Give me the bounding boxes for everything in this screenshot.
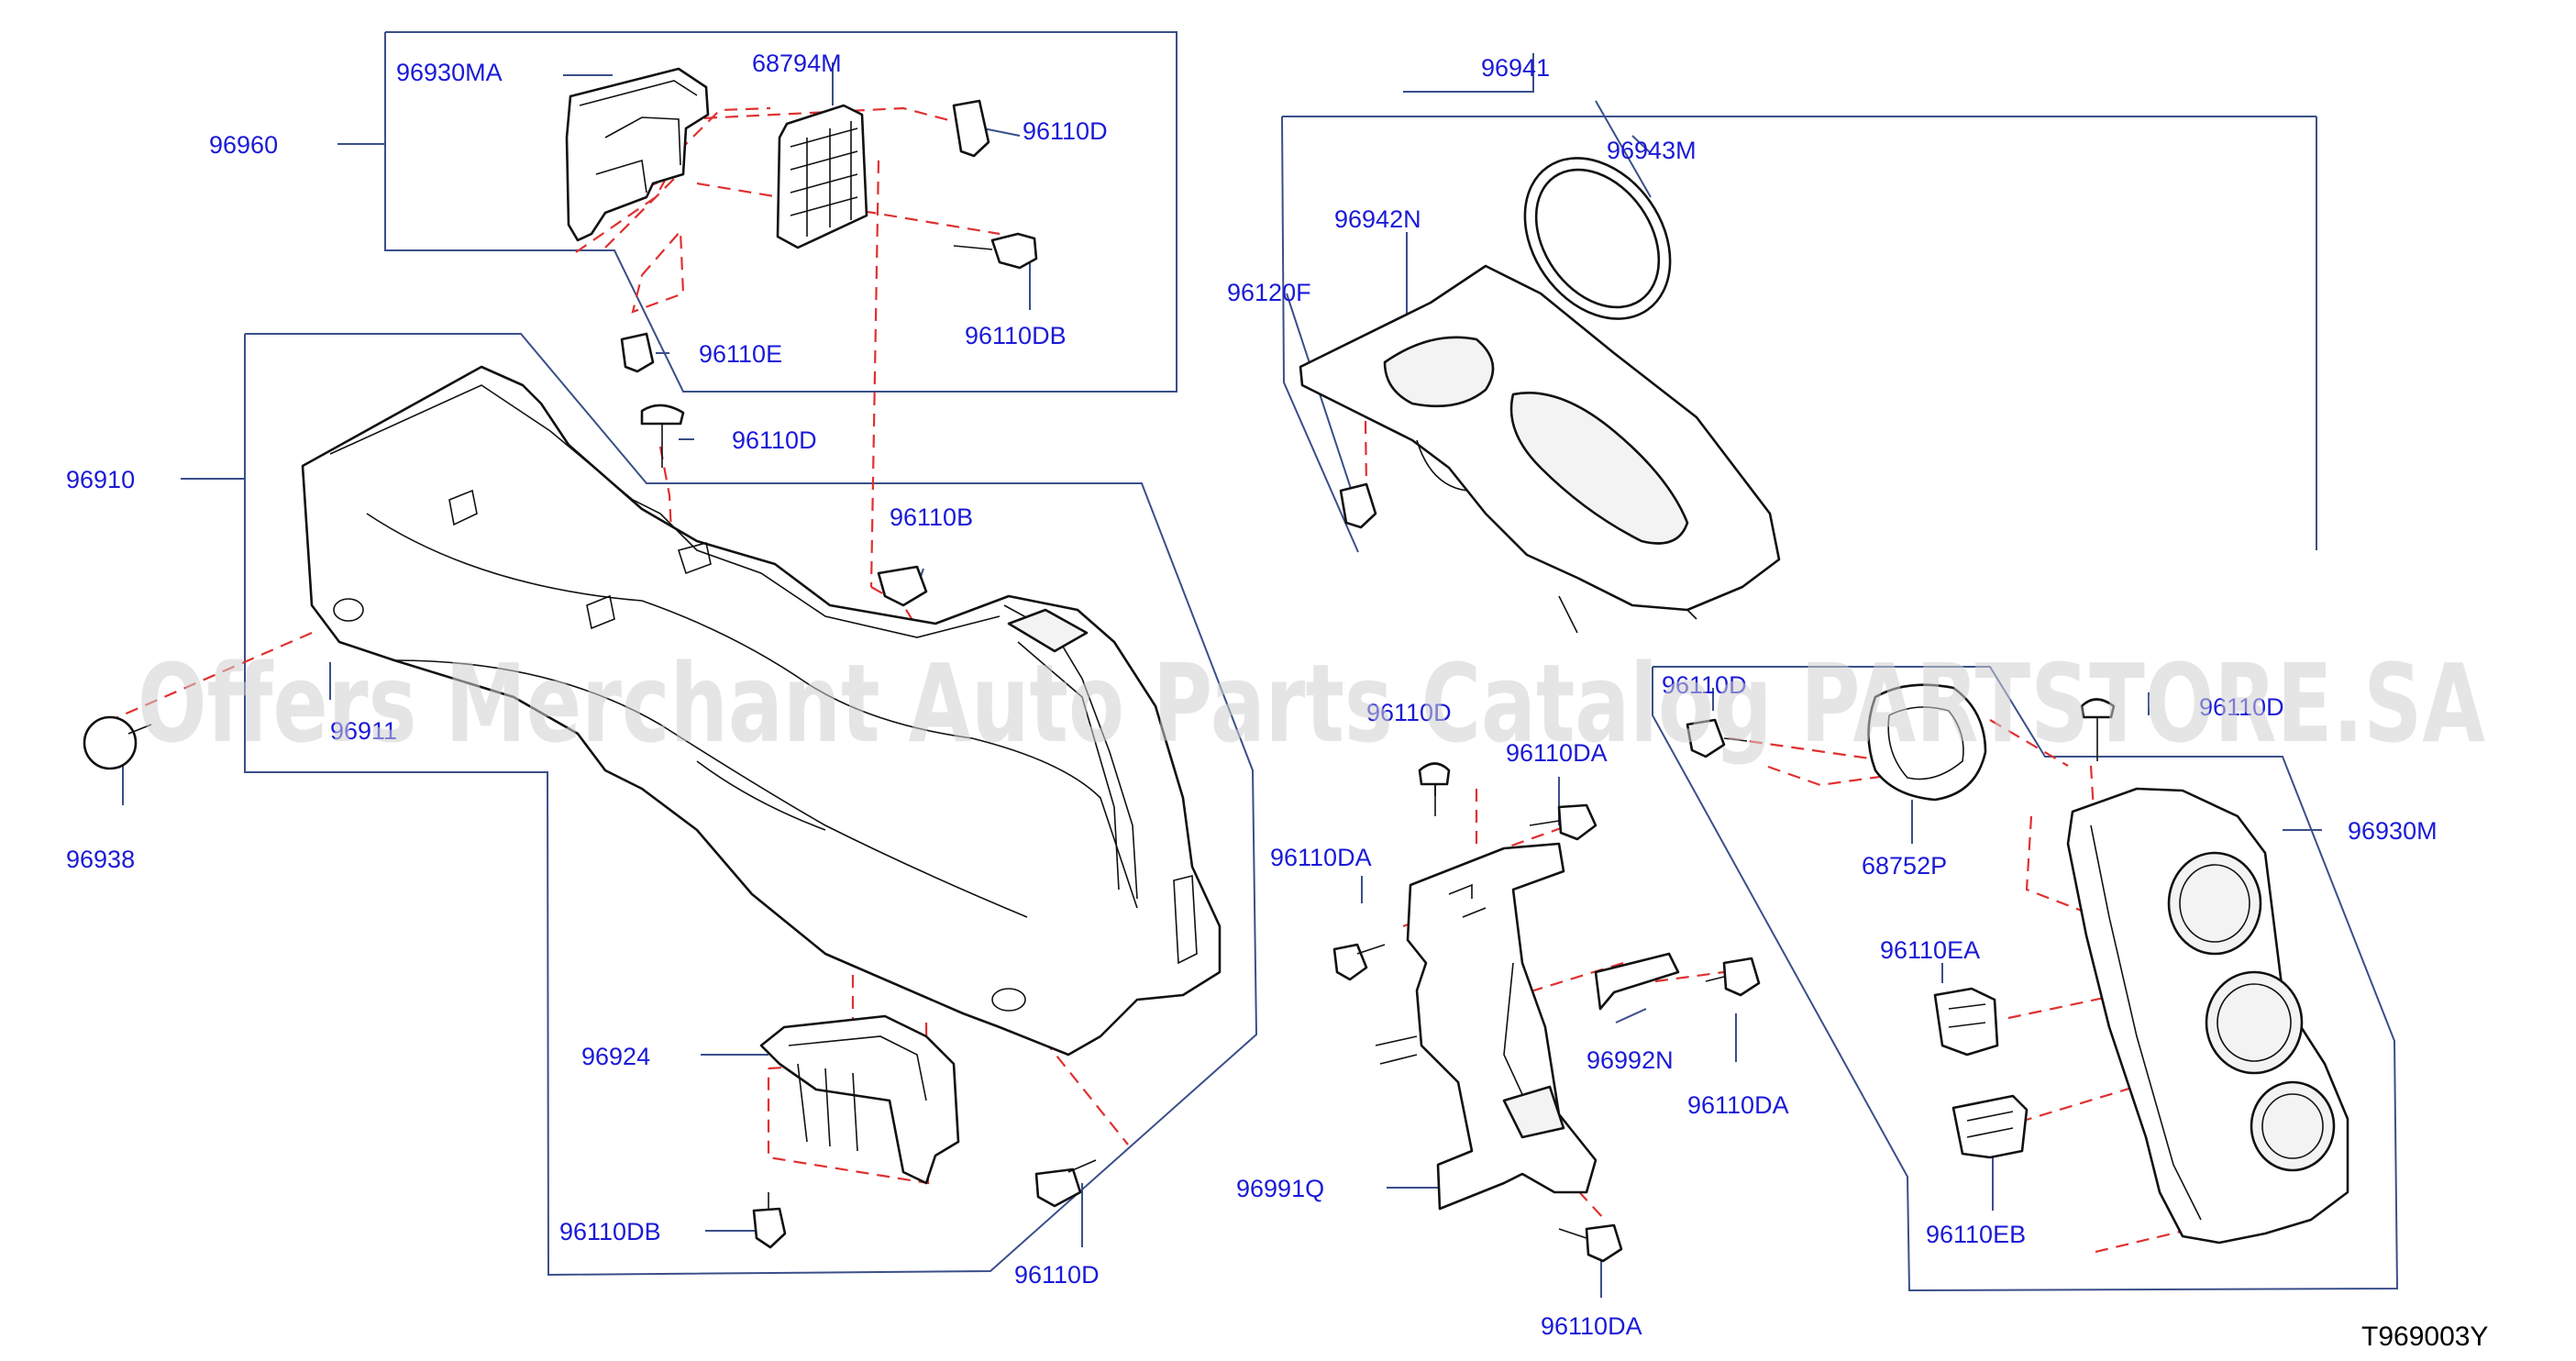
part-96930MA — [565, 67, 710, 242]
label-96924[interactable]: 96924 — [581, 1043, 650, 1070]
clip-96110D-left — [1686, 718, 1748, 758]
clip-96110EA — [1933, 987, 1999, 1057]
label-96110D-f[interactable]: 96110D — [2199, 693, 2284, 721]
screw-96110DA-2 — [1332, 943, 1386, 981]
label-96120F[interactable]: 96120F — [1227, 279, 1311, 306]
label-96110B[interactable]: 96110B — [890, 503, 973, 531]
label-96110D-b[interactable]: 96110D — [732, 426, 817, 454]
part-labels: 96930MA 68794M 96110D 96960 96110DB 9611… — [66, 50, 2438, 1340]
screw-96110DA-3 — [1705, 957, 1761, 997]
grommet-96938 — [83, 715, 152, 770]
label-68752P[interactable]: 68752P — [1862, 852, 1947, 880]
label-96943M[interactable]: 96943M — [1607, 137, 1697, 164]
clip-96120F — [1339, 482, 1377, 529]
part-96942N-shift-bezel — [1299, 264, 1781, 634]
screw-96110D-bottom — [1034, 1159, 1097, 1208]
label-96941[interactable]: 96941 — [1481, 54, 1550, 82]
label-96110E[interactable]: 96110E — [699, 340, 782, 368]
label-96110EA[interactable]: 96110EA — [1880, 936, 1980, 964]
part-96992N — [1594, 952, 1680, 1011]
part-96924-pocket — [759, 1014, 960, 1185]
clip-96110B — [877, 565, 928, 607]
part-96930M-gauge-panel — [2066, 787, 2349, 1245]
screw-96110D-center — [1418, 762, 1451, 816]
part-96943M-ring — [1523, 157, 1672, 320]
label-96110D-d[interactable]: 96110D — [1366, 699, 1452, 726]
clip-96110E — [620, 332, 655, 373]
label-68794M[interactable]: 68794M — [752, 50, 842, 77]
drawing-code: T969003Y — [2361, 1322, 2488, 1352]
screw-96110DA-1 — [1529, 803, 1598, 841]
part-68794M — [776, 104, 868, 249]
screw-96110DB-bottom — [752, 1192, 787, 1249]
watermark-text: Offers Merchant Auto Parts Catalog PARTS… — [138, 640, 2485, 767]
label-96110DB-a[interactable]: 96110DB — [965, 322, 1067, 349]
screw-96110DB-top — [953, 232, 1038, 270]
label-96938[interactable]: 96938 — [66, 846, 135, 873]
group-box-96941 — [1281, 116, 1359, 553]
part-68752P — [1867, 683, 1987, 802]
label-96960[interactable]: 96960 — [209, 131, 278, 159]
label-96992N[interactable]: 96992N — [1587, 1046, 1674, 1074]
label-96110D-a[interactable]: 96110D — [1023, 117, 1108, 145]
clip-96110EB — [1951, 1094, 2029, 1159]
label-96942N[interactable]: 96942N — [1334, 205, 1421, 233]
label-96911[interactable]: 96911 — [330, 717, 397, 745]
label-96910[interactable]: 96910 — [66, 466, 135, 493]
group-box-96930M — [1652, 666, 2399, 1292]
label-96110DA-d[interactable]: 96110DA — [1541, 1312, 1642, 1340]
label-96110D-e[interactable]: 96110D — [1662, 671, 1747, 699]
label-96991Q[interactable]: 96991Q — [1236, 1175, 1324, 1202]
label-96930M[interactable]: 96930M — [2348, 817, 2438, 845]
screw-96110DA-4 — [1558, 1223, 1623, 1263]
part-96910-console-body — [301, 365, 1222, 1057]
label-96110DB-b[interactable]: 96110DB — [559, 1218, 661, 1245]
group-box-96960 — [384, 31, 1177, 393]
label-96110EB[interactable]: 96110EB — [1926, 1221, 2026, 1248]
part-96991Q-bracket — [1375, 842, 1598, 1211]
group-box-96910 — [244, 333, 1258, 1277]
label-96110D-c[interactable]: 96110D — [1014, 1261, 1100, 1289]
label-96110DA-c[interactable]: 96110DA — [1687, 1091, 1789, 1119]
label-96930MA[interactable]: 96930MA — [396, 59, 503, 86]
screw-96110D-mid — [640, 404, 685, 468]
label-96110DA-a[interactable]: 96110DA — [1506, 739, 1608, 767]
screw-96110D-right — [2080, 698, 2116, 761]
label-96110DA-b[interactable]: 96110DA — [1270, 844, 1372, 871]
clip-96110D-top — [952, 99, 990, 158]
